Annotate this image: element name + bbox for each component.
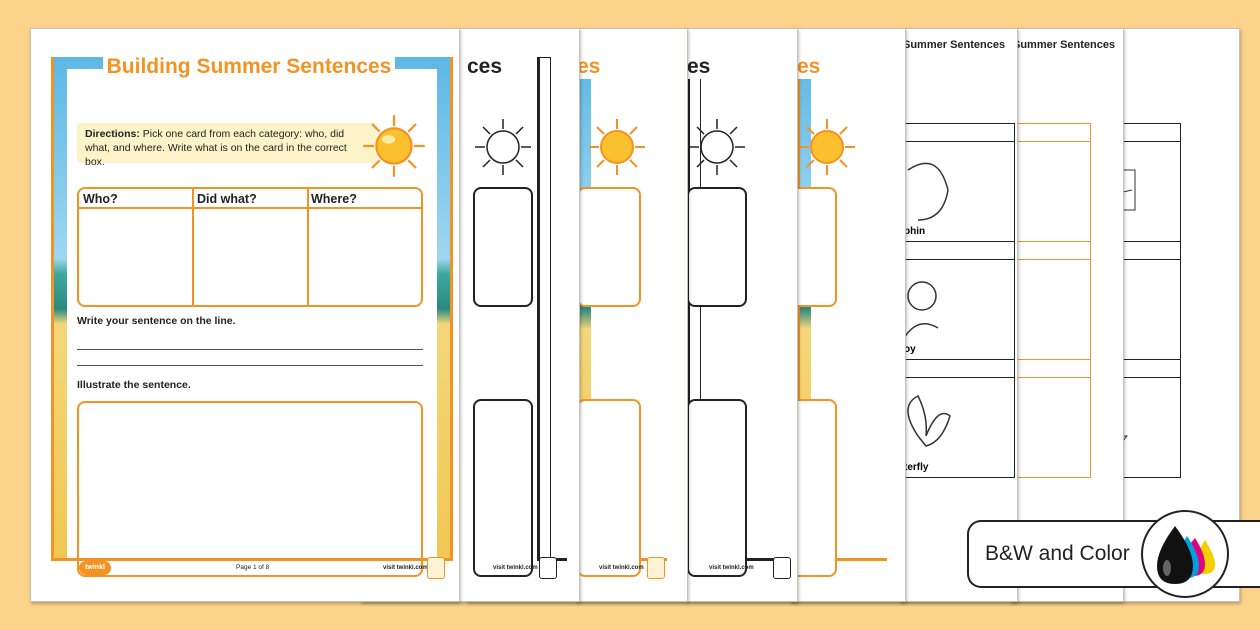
footer-url: visit twinkl.com bbox=[383, 565, 428, 571]
writing-line bbox=[77, 349, 423, 350]
twinkl-logo: twinkl bbox=[79, 561, 111, 575]
sun-icon bbox=[363, 115, 425, 177]
write-prompt: Write your sentence on the line. bbox=[77, 315, 236, 327]
card-sheet-title: Summer Sentences bbox=[903, 39, 1006, 51]
writing-line bbox=[77, 365, 423, 366]
bw-and-color-badge: B&W and Color bbox=[967, 510, 1260, 598]
worksheet-title-fragment: ces bbox=[457, 55, 513, 79]
illustrate-prompt: Illustrate the sentence. bbox=[77, 379, 191, 391]
quality-badge bbox=[427, 557, 445, 579]
sun-icon bbox=[799, 119, 855, 175]
boy-picture bbox=[903, 281, 939, 339]
sun-icon bbox=[589, 119, 645, 175]
page-title: Building Summer Sentences bbox=[103, 55, 395, 79]
directions-box: Directions: Pick one card from each cate… bbox=[77, 123, 377, 168]
worksheet-front: Building Summer Sentences Directions: Pi… bbox=[30, 28, 460, 602]
sun-outline-icon bbox=[475, 119, 531, 175]
illustration-box bbox=[77, 401, 423, 577]
badge-label: B&W and Color bbox=[985, 542, 1130, 565]
sun-outline-icon bbox=[689, 119, 745, 175]
who-what-where-table: Who? Did what? Where? bbox=[77, 187, 423, 307]
column-header-who: Who? bbox=[79, 189, 193, 209]
ink-drops-icon bbox=[1141, 510, 1229, 598]
column-header-where: Where? bbox=[307, 189, 421, 209]
column-header-did-what: Did what? bbox=[193, 189, 307, 209]
page-number: Page 1 of 8 bbox=[236, 564, 270, 571]
dolphin-picture bbox=[907, 162, 949, 221]
card-sheet-title: Summer Sentences bbox=[1013, 39, 1116, 51]
butterfly-picture bbox=[907, 394, 951, 447]
